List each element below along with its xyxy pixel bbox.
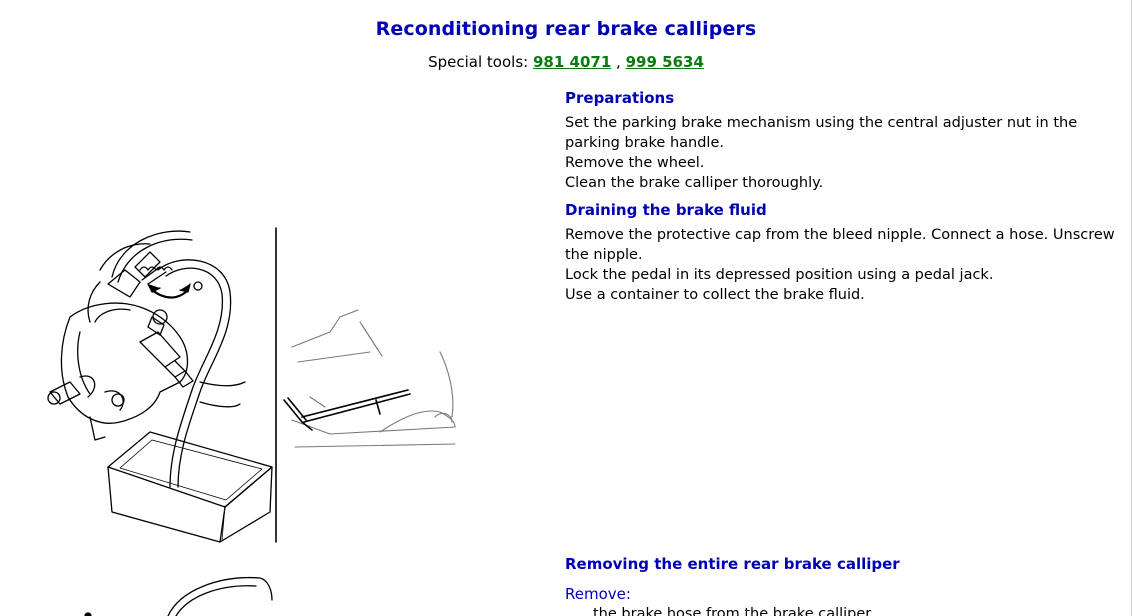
tool-link-2[interactable]: 999 5634 [625, 53, 704, 71]
tools-separator: , [616, 53, 621, 71]
special-tools-label: Special tools: [428, 53, 529, 71]
section-heading-removing: Removing the entire rear brake calliper [565, 555, 900, 573]
section-heading-draining: Draining the brake fluid [565, 201, 767, 219]
brake-draining-illustration [47, 227, 456, 543]
remove-item: the brake hose from the brake calliper [593, 606, 872, 616]
page-title: Reconditioning rear brake callipers [375, 18, 757, 40]
section-removing-calliper: Removing the entire rear brake calliper … [565, 554, 1125, 616]
remove-label: Remove: [565, 585, 631, 603]
instructions-column: Preparations Set the parking brake mecha… [565, 88, 1125, 305]
instruction-line: Clean the brake calliper thoroughly. [565, 175, 824, 191]
tool-link-1[interactable]: 981 4071 [532, 53, 612, 71]
instruction-line: Lock the pedal in its depressed position… [565, 267, 994, 283]
special-tools-line: Special tools: 981 4071 , 999 5634 [0, 53, 1132, 71]
instruction-line: Remove the protective cap from the bleed… [565, 227, 1115, 263]
instruction-line: Use a container to collect the brake flu… [565, 287, 865, 303]
instruction-line: Set the parking brake mechanism using th… [565, 115, 1078, 151]
calliper-removal-illustration [84, 576, 273, 616]
instruction-line: Remove the wheel. [565, 155, 705, 171]
section-heading-preparations: Preparations [565, 89, 675, 107]
